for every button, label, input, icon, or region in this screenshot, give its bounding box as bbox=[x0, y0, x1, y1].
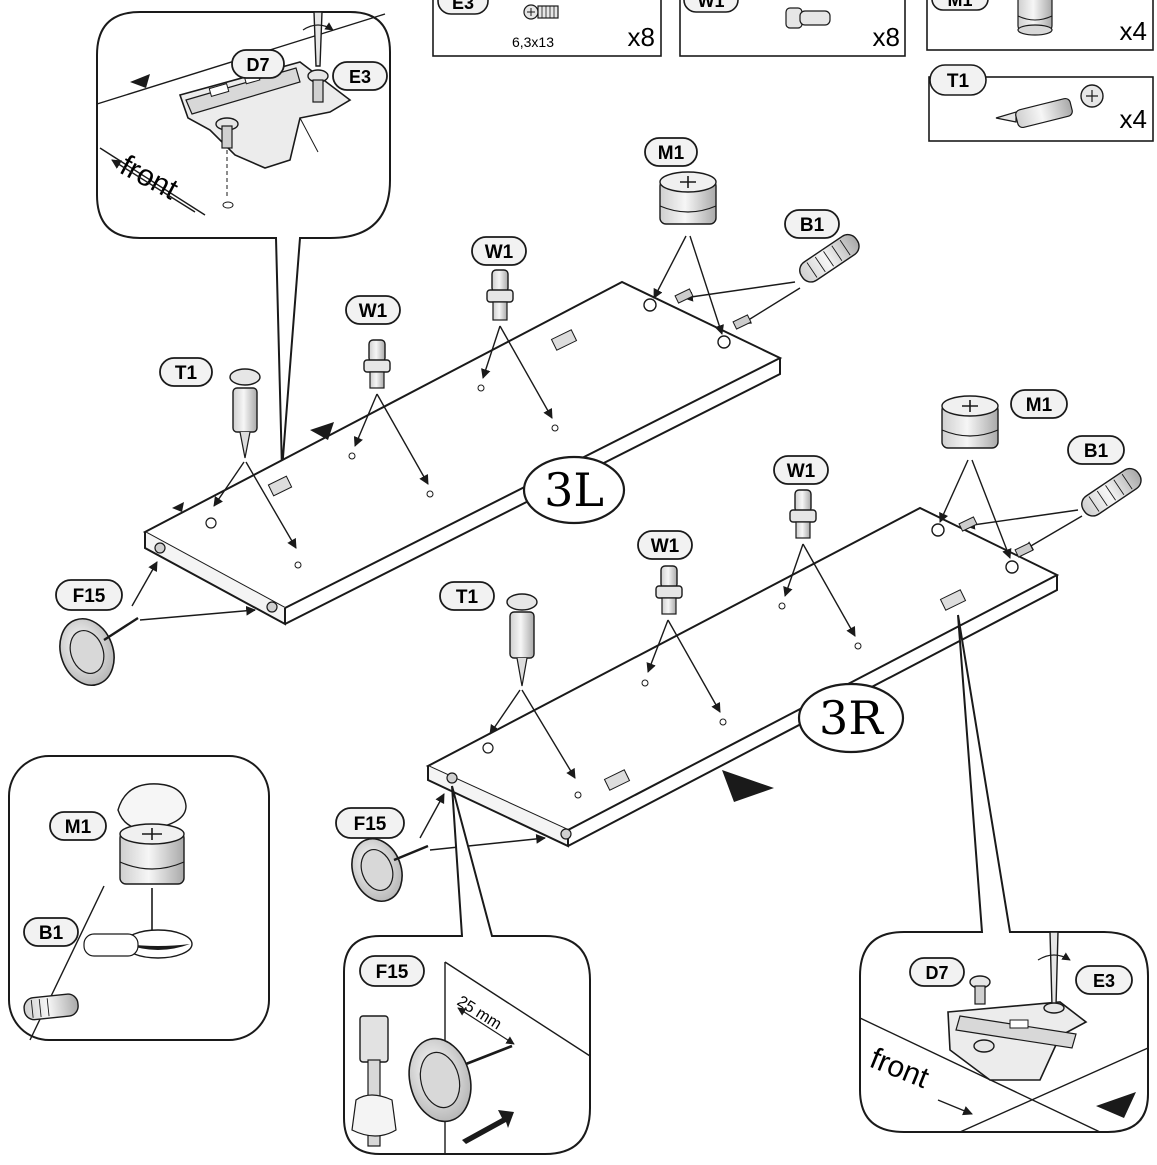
screw-icon bbox=[307, 69, 329, 103]
parts-box-m1-qty: x4 bbox=[1120, 16, 1147, 46]
label-f15-right: F15 bbox=[354, 814, 387, 835]
hinge-plate-icon bbox=[267, 475, 293, 497]
label-m1-left: M1 bbox=[658, 143, 685, 164]
shelf-pin-w1-right-b: W1 bbox=[773, 455, 856, 637]
cam-bolt-t1-right: T1 bbox=[439, 581, 576, 779]
parts-box-t1-code: T1 bbox=[947, 71, 970, 92]
screw-icon bbox=[523, 4, 559, 20]
parts-box-t1-qty: x4 bbox=[1120, 104, 1147, 134]
shelf-pin-icon bbox=[785, 7, 831, 29]
panel-label-3r: 3R bbox=[819, 691, 884, 745]
label-b1-right: B1 bbox=[1084, 441, 1109, 462]
screw-icon bbox=[973, 1039, 995, 1053]
label-w1-left-b: W1 bbox=[485, 242, 514, 263]
shelf-pin-w1-right-a: W1 bbox=[637, 530, 721, 713]
cam-lock-m1-right: M1 bbox=[939, 389, 1068, 559]
direction-arrow-icon bbox=[462, 1110, 514, 1144]
direction-arrow-icon bbox=[130, 74, 150, 88]
nail-glide-f15-right: F15 bbox=[335, 793, 546, 902]
cam-bolt-t1-left: T1 bbox=[159, 357, 297, 549]
label-w1-left-a: W1 bbox=[359, 301, 388, 322]
label-t1-right: T1 bbox=[456, 587, 479, 608]
shelf-pin-w1-left-b: W1 bbox=[471, 236, 553, 419]
cam-lock-icon bbox=[1017, 0, 1053, 36]
label-f15-left: F15 bbox=[73, 586, 106, 607]
label-d7-top: D7 bbox=[246, 55, 269, 75]
detail-bubble-m1-b1: M1 B1 bbox=[8, 755, 270, 1041]
label-b1-left: B1 bbox=[800, 215, 825, 236]
shelf-pin-w1-left-a: W1 bbox=[345, 295, 429, 485]
detail-bubble-bottom-right: D7 E3 front bbox=[859, 614, 1149, 1133]
parts-box-e3-code: E3 bbox=[452, 0, 474, 13]
hinge-plate-icon bbox=[603, 769, 631, 791]
label-b1-detail: B1 bbox=[39, 923, 64, 944]
hammer-icon bbox=[351, 1015, 397, 1147]
parts-box-w1-qty: x8 bbox=[873, 22, 900, 52]
hinge-plate-icon bbox=[947, 1001, 1088, 1081]
parts-box-e3-qty: x8 bbox=[628, 22, 655, 52]
screw-icon bbox=[215, 117, 239, 209]
dowel-b1-left: B1 bbox=[674, 209, 860, 330]
hinge-plate-icon bbox=[550, 329, 578, 351]
label-f15-detail: F15 bbox=[376, 962, 409, 983]
parts-box-m1-code: M1 bbox=[947, 0, 972, 10]
panel-label-3l: 3L bbox=[544, 463, 604, 517]
screwdriver-icon bbox=[1037, 931, 1071, 1014]
detail-bubble-top-left: D7 E3 front bbox=[96, 11, 391, 471]
detail-bubble-f15: F15 25 mm bbox=[343, 785, 591, 1155]
panel-3l: 3L bbox=[142, 280, 783, 626]
cam-bolt-icon bbox=[995, 84, 1104, 129]
hinge-plate-icon bbox=[939, 589, 967, 611]
label-m1-detail: M1 bbox=[65, 817, 92, 838]
direction-arrow-icon bbox=[310, 422, 334, 440]
cam-lock-m1-left: M1 bbox=[644, 137, 724, 335]
nail-glide-f15-left: F15 bbox=[55, 561, 256, 686]
direction-arrow-icon bbox=[722, 770, 774, 802]
label-e3-top: E3 bbox=[349, 67, 371, 87]
label-w1-right-a: W1 bbox=[651, 536, 680, 557]
label-t1-left: T1 bbox=[175, 363, 198, 384]
label-m1-right: M1 bbox=[1026, 395, 1053, 416]
parts-box-w1: W1 x8 bbox=[679, 0, 906, 57]
parts-box-m1: M1 x4 bbox=[926, 0, 1154, 51]
label-w1-right-b: W1 bbox=[787, 461, 816, 482]
panel-3r: 3R bbox=[425, 506, 1060, 848]
label-e3-bottom: E3 bbox=[1093, 971, 1115, 991]
screwdriver-icon bbox=[302, 11, 334, 67]
label-d7-bottom: D7 bbox=[925, 963, 948, 983]
direction-arrow-icon bbox=[1096, 1092, 1136, 1118]
parts-box-e3-size: 6,3x13 bbox=[512, 34, 554, 50]
parts-box-t1: T1 x4 bbox=[928, 64, 1154, 142]
dowel-b1-right: B1 bbox=[958, 435, 1142, 558]
screw-icon bbox=[969, 975, 991, 1005]
parts-box-e3: E3 6,3x13 x8 bbox=[432, 0, 662, 57]
parts-box-w1-code: W1 bbox=[698, 0, 725, 11]
